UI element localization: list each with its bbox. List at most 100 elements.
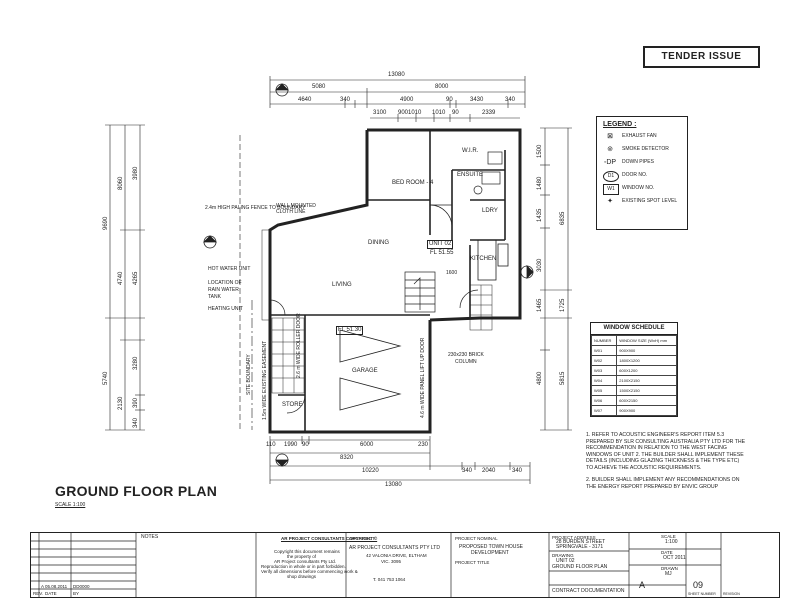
scale-value: 1:100 xyxy=(665,539,678,545)
project-line: PROPOSED TOWN HOUSE xyxy=(459,544,523,550)
hatched-paving xyxy=(261,229,493,394)
dim-left-8: 3280 xyxy=(133,356,139,370)
unit-floor-level: FL 51.55 xyxy=(430,250,454,256)
legend-item-label: EXISTING SPOT LEVEL xyxy=(622,198,678,204)
legend: LEGEND : ⊠ EXHAUST FAN ⊚ SMOKE DETECTOR … xyxy=(596,116,688,230)
dim-bottom-6: 8320 xyxy=(340,455,354,461)
legend-item-label: DOWN PIPES xyxy=(622,159,654,165)
legend-item: ⊠ EXHAUST FAN xyxy=(597,130,687,143)
legend-item-label: WINDOW NO. xyxy=(622,185,655,191)
annotation-easement: 1.5m WIDE EXISTING EASEMENT xyxy=(262,340,268,420)
notes-label: NOTES xyxy=(141,534,159,540)
dim-top-4: 340 xyxy=(340,97,351,103)
dim-left-3: 8060 xyxy=(118,176,124,190)
annotation-rain-tank-1: LOCATION OF xyxy=(208,280,242,286)
annotation-paling-fence: 2.4m HIGH PALING FENCE TO BOUNDARY xyxy=(205,205,306,211)
dim-top-8: 340 xyxy=(505,97,516,103)
copyright-line: Verify all dimensions before commencing … xyxy=(261,569,358,574)
legend-item-label: DOOR NO. xyxy=(622,172,648,178)
garage-floor-level: FL 51.30 xyxy=(336,326,364,335)
sheet-number-label: SHEET NUMBER xyxy=(688,592,716,596)
general-notes: 1. REFER TO ACOUSTIC ENGINEER'S REPORT I… xyxy=(586,432,746,496)
door-swings xyxy=(269,204,479,414)
cell-size: 1800X1200 xyxy=(616,355,677,366)
title-block-grid xyxy=(31,533,722,597)
architect-label: ARCHITECT xyxy=(349,536,375,541)
room-label-bedroom: BED ROOM - 4 xyxy=(392,180,434,186)
smoke-detector-icon: ⊚ xyxy=(607,146,613,153)
legend-item: W1 WINDOW NO. xyxy=(597,182,687,195)
annotation-dim-1600: 1600 xyxy=(446,270,458,276)
table-header-row: NUMBER WINDOW SIZE (WxH) mm xyxy=(590,335,677,346)
exhaust-fan-icon: ⊠ xyxy=(607,133,613,140)
stair xyxy=(404,271,436,313)
section-markers xyxy=(203,83,534,467)
kitchen-bench xyxy=(477,239,509,281)
copyright-line: the property of xyxy=(287,554,317,559)
annotation-rain-tank-2: RAIN WATER xyxy=(208,287,239,293)
dim-top-total: 13080 xyxy=(388,72,405,78)
rev-header-date: DATE xyxy=(45,591,57,596)
note-2: 2. BUILDER SHALL IMPLEMENT ANY RECOMMEND… xyxy=(586,477,740,490)
rev-row-by: DD0000 xyxy=(73,584,90,589)
dim-top-5: 4900 xyxy=(400,97,414,103)
dim-bottom-10: 340 xyxy=(512,468,523,474)
ensuite-fixtures xyxy=(473,151,503,195)
dim-bottom-5: 230 xyxy=(418,442,429,448)
room-label-ensuite: ENSUITE xyxy=(457,172,484,178)
column-header: NUMBER xyxy=(590,335,618,346)
dim-right-6: 4800 xyxy=(537,371,543,385)
legend-item: D1 DOOR NO. xyxy=(597,169,687,182)
legend-item: ◦DP DOWN PIPES xyxy=(597,156,687,169)
dim-left-5: 2130 xyxy=(118,396,124,410)
legend-item-label: EXHAUST FAN xyxy=(622,133,657,139)
drawing-label: DRAWING xyxy=(552,553,574,558)
copyright-line: AR Project consultants Pty Ltd. xyxy=(274,559,337,564)
copyright-line: Copyright this document remains xyxy=(274,549,340,554)
architect-phone: T. 041 753 1064 xyxy=(373,577,406,582)
dim-bottom-7: 10220 xyxy=(362,468,379,474)
project-label: PROJECT NOMINAL xyxy=(455,536,498,541)
dim-left-9: 390 xyxy=(133,397,139,408)
rev-row-rev: A xyxy=(41,584,45,589)
rev-header-by: BY xyxy=(73,591,80,596)
dim-left-2: 5740 xyxy=(103,371,109,385)
dim-top-11: 1010 xyxy=(432,110,446,116)
dim-top-1: 5080 xyxy=(312,84,326,90)
dim-top-10: 9001010 xyxy=(398,110,422,116)
cell-number: W01 xyxy=(590,345,618,356)
architect-line: 42 VALONIA DRIVE, ELTHAM xyxy=(366,553,427,558)
revision-label: REVISION xyxy=(723,592,740,596)
annotation-clothes-line: WALL MOUNTED CLOTH LINE xyxy=(276,203,316,215)
dim-right-9: 5815 xyxy=(560,371,566,385)
door-number-icon: D1 xyxy=(603,171,619,182)
scale-label: SCALE xyxy=(661,534,676,539)
dim-bottom-8: 340 xyxy=(462,468,473,474)
sheet-number: 09 xyxy=(693,580,704,590)
annotation-brick-column-2: COLUMN xyxy=(455,359,477,365)
plan-title: GROUND FLOOR PLAN xyxy=(55,483,218,499)
address-line: 28 BURDEN STREET xyxy=(556,539,606,545)
drawing-line: GROUND FLOOR PLAN xyxy=(552,564,608,570)
dim-top-9: 3100 xyxy=(373,110,387,116)
legend-item: ✦ EXISTING SPOT LEVEL xyxy=(597,195,687,208)
room-label-living: LIVING xyxy=(332,282,352,288)
room-label-store: STORE xyxy=(282,402,303,408)
dim-right-4: 3030 xyxy=(537,258,543,272)
note-1: 1. REFER TO ACOUSTIC ENGINEER'S REPORT I… xyxy=(586,432,746,471)
sheet-size: A xyxy=(639,580,646,590)
dim-right-7: 6835 xyxy=(560,211,566,225)
dim-left-6: 3980 xyxy=(133,166,139,180)
dim-top-12: 90 xyxy=(452,110,459,116)
garage-car-outlines xyxy=(339,329,402,411)
cell-number: W04 xyxy=(590,375,618,386)
dim-bottom-9: 2040 xyxy=(482,468,496,474)
legend-item: ⊚ SMOKE DETECTOR xyxy=(597,143,687,156)
project-line: DEVELOPMENT xyxy=(471,550,509,556)
